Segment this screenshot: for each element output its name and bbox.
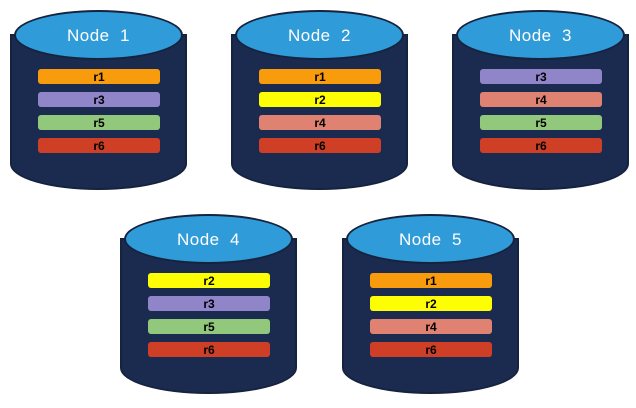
replica-label: r4 <box>314 115 326 130</box>
replica-bar[interactable]: r4 <box>259 115 381 130</box>
replica-label: r5 <box>203 319 215 334</box>
node-label: Node 4 <box>176 229 241 249</box>
replica-bar[interactable]: r4 <box>370 319 492 334</box>
replica-bar[interactable]: r4 <box>480 92 602 107</box>
replica-label: r2 <box>314 92 326 107</box>
replica-label: r1 <box>93 69 105 84</box>
replica-bar[interactable]: r5 <box>38 115 160 130</box>
replica-label: r6 <box>425 342 437 357</box>
replica-bar[interactable]: r1 <box>370 273 492 288</box>
replica-label: r6 <box>93 138 105 153</box>
replica-label: r5 <box>93 115 105 130</box>
replica-label: r3 <box>93 92 105 107</box>
cylinder-top-ellipse: Node 5 <box>346 214 515 264</box>
replica-bar[interactable]: r2 <box>148 273 270 288</box>
replica-stack: r3 r4 r5 r6 <box>480 69 602 153</box>
replica-bar[interactable]: r6 <box>370 342 492 357</box>
cylinder-body <box>120 238 297 394</box>
replica-bar[interactable]: r3 <box>480 69 602 84</box>
replica-bar[interactable]: r2 <box>259 92 381 107</box>
cylinder-top-ellipse: Node 2 <box>235 10 404 60</box>
cylinder-body <box>231 34 408 190</box>
replica-label: r3 <box>203 296 215 311</box>
replica-bar[interactable]: r6 <box>259 138 381 153</box>
replica-stack: r1 r2 r4 r6 <box>259 69 381 153</box>
node-label: Node 2 <box>287 25 352 45</box>
database-node-cylinder[interactable]: Node 2 r1 r2 r4 r6 <box>231 8 408 190</box>
replica-bar[interactable]: r6 <box>148 342 270 357</box>
node-label: Node 5 <box>398 229 463 249</box>
cylinder-top-ellipse: Node 1 <box>14 10 183 60</box>
replica-label: r6 <box>203 342 215 357</box>
replica-stack: r2 r3 r5 r6 <box>148 273 270 357</box>
replica-label: r4 <box>535 92 547 107</box>
cylinder-body <box>342 238 519 394</box>
replica-bar[interactable]: r3 <box>38 92 160 107</box>
database-node-cylinder[interactable]: Node 1 r1 r3 r5 r6 <box>10 8 187 190</box>
replica-label: r4 <box>425 319 437 334</box>
replica-label: r1 <box>425 273 437 288</box>
replica-bar[interactable]: r6 <box>38 138 160 153</box>
replica-bar[interactable]: r3 <box>148 296 270 311</box>
cylinder-top-ellipse: Node 4 <box>124 214 293 264</box>
replica-stack: r1 r2 r4 r6 <box>370 273 492 357</box>
database-node-cylinder[interactable]: Node 4 r2 r3 r5 r6 <box>120 212 297 394</box>
replica-label: r6 <box>535 138 547 153</box>
replica-bar[interactable]: r1 <box>259 69 381 84</box>
database-node-cylinder[interactable]: Node 5 r1 r2 r4 r6 <box>342 212 519 394</box>
cylinder-top-ellipse: Node 3 <box>456 10 625 60</box>
replica-bar[interactable]: r5 <box>148 319 270 334</box>
replica-bar[interactable]: r2 <box>370 296 492 311</box>
replica-bar[interactable]: r1 <box>38 69 160 84</box>
replica-bar[interactable]: r6 <box>480 138 602 153</box>
replica-label: r3 <box>535 69 547 84</box>
replica-bar[interactable]: r5 <box>480 115 602 130</box>
node-label: Node 1 <box>66 25 131 45</box>
replica-label: r1 <box>314 69 326 84</box>
database-node-cylinder[interactable]: Node 3 r3 r4 r5 r6 <box>452 8 629 190</box>
node-label: Node 3 <box>508 25 573 45</box>
cylinder-body <box>452 34 629 190</box>
replica-label: r2 <box>425 296 437 311</box>
replica-label: r5 <box>535 115 547 130</box>
replica-stack: r1 r3 r5 r6 <box>38 69 160 153</box>
replica-label: r2 <box>203 273 215 288</box>
replica-label: r6 <box>314 138 326 153</box>
